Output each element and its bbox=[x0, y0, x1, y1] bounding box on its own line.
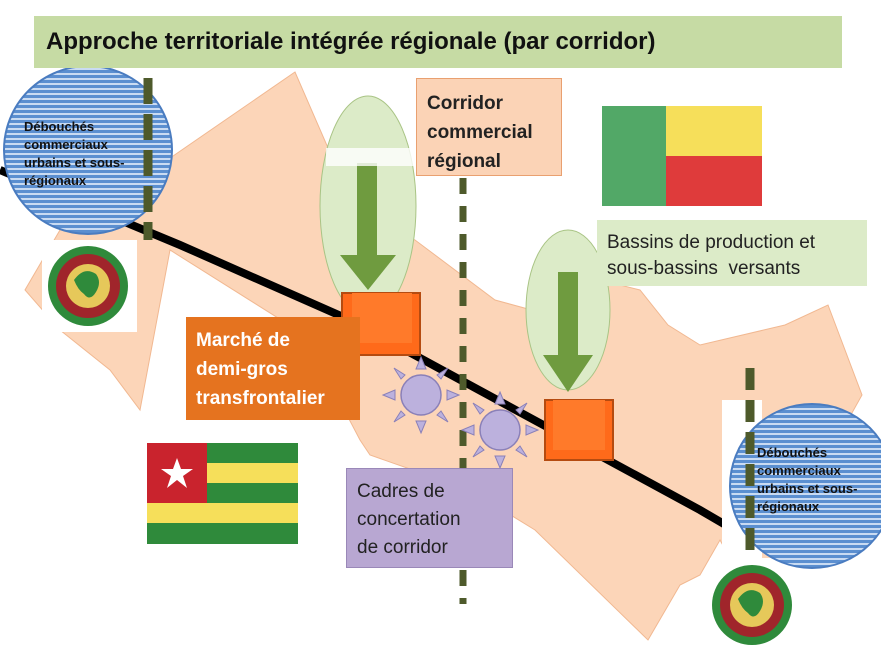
bassins-line: Bassins de production et bbox=[607, 232, 816, 253]
production-basin-oval-right bbox=[525, 229, 611, 392]
cadres-line: de corridor bbox=[357, 537, 448, 558]
production-basin-oval-left bbox=[319, 95, 417, 317]
marche-line: Marché de bbox=[196, 330, 290, 351]
corridor-line: Corridor bbox=[427, 93, 503, 114]
bassins-production-box: Bassins de production et sous-bassins ve… bbox=[597, 220, 867, 286]
debouches-left-line: régionaux bbox=[24, 173, 87, 188]
sun-icon-right bbox=[460, 390, 540, 470]
page-title: Approche territoriale intégrée régionale… bbox=[46, 28, 656, 55]
debouches-right-line: urbains et sous- bbox=[757, 481, 858, 496]
marche-demi-gros-box: Marché de demi-gros transfrontalier bbox=[186, 317, 360, 420]
sun-icon-left bbox=[381, 355, 461, 435]
corridor-line: commercial bbox=[427, 122, 533, 143]
right-globe-icon bbox=[722, 400, 881, 569]
debouches-right-line: régionaux bbox=[757, 499, 820, 514]
debouches-right-line: commerciaux bbox=[757, 463, 841, 478]
togo-flag bbox=[147, 443, 298, 544]
corridor-line: régional bbox=[427, 151, 501, 172]
down-arrow-icon-left bbox=[326, 148, 416, 166]
marche-line: demi-gros bbox=[196, 359, 288, 380]
cadres-line: concertation bbox=[357, 509, 461, 530]
debouches-left-line: urbains et sous- bbox=[24, 155, 125, 170]
benin-flag bbox=[602, 106, 762, 206]
debouches-right-line: Débouchés bbox=[757, 445, 828, 460]
ecowas-logo-left bbox=[42, 240, 137, 332]
cadres-line: Cadres de bbox=[357, 481, 445, 502]
debouches-left-label: Débouchés commerciaux urbains et sous- r… bbox=[24, 118, 164, 190]
cadres-concertation-box: Cadres de concertation de corridor bbox=[346, 468, 513, 568]
debouches-left-line: Débouchés bbox=[24, 119, 95, 134]
debouches-left-line: commerciaux bbox=[24, 137, 108, 152]
ecowas-logo-right bbox=[710, 558, 795, 647]
marche-line: transfrontalier bbox=[196, 388, 325, 409]
bassins-line: sous-bassins versants bbox=[607, 258, 801, 279]
title-banner: Approche territoriale intégrée régionale… bbox=[34, 16, 842, 68]
market-box-icon-right bbox=[544, 399, 614, 461]
debouches-right-label: Débouchés commerciaux urbains et sous- r… bbox=[757, 444, 877, 516]
corridor-commercial-box: Corridor commercial régional bbox=[416, 78, 562, 176]
